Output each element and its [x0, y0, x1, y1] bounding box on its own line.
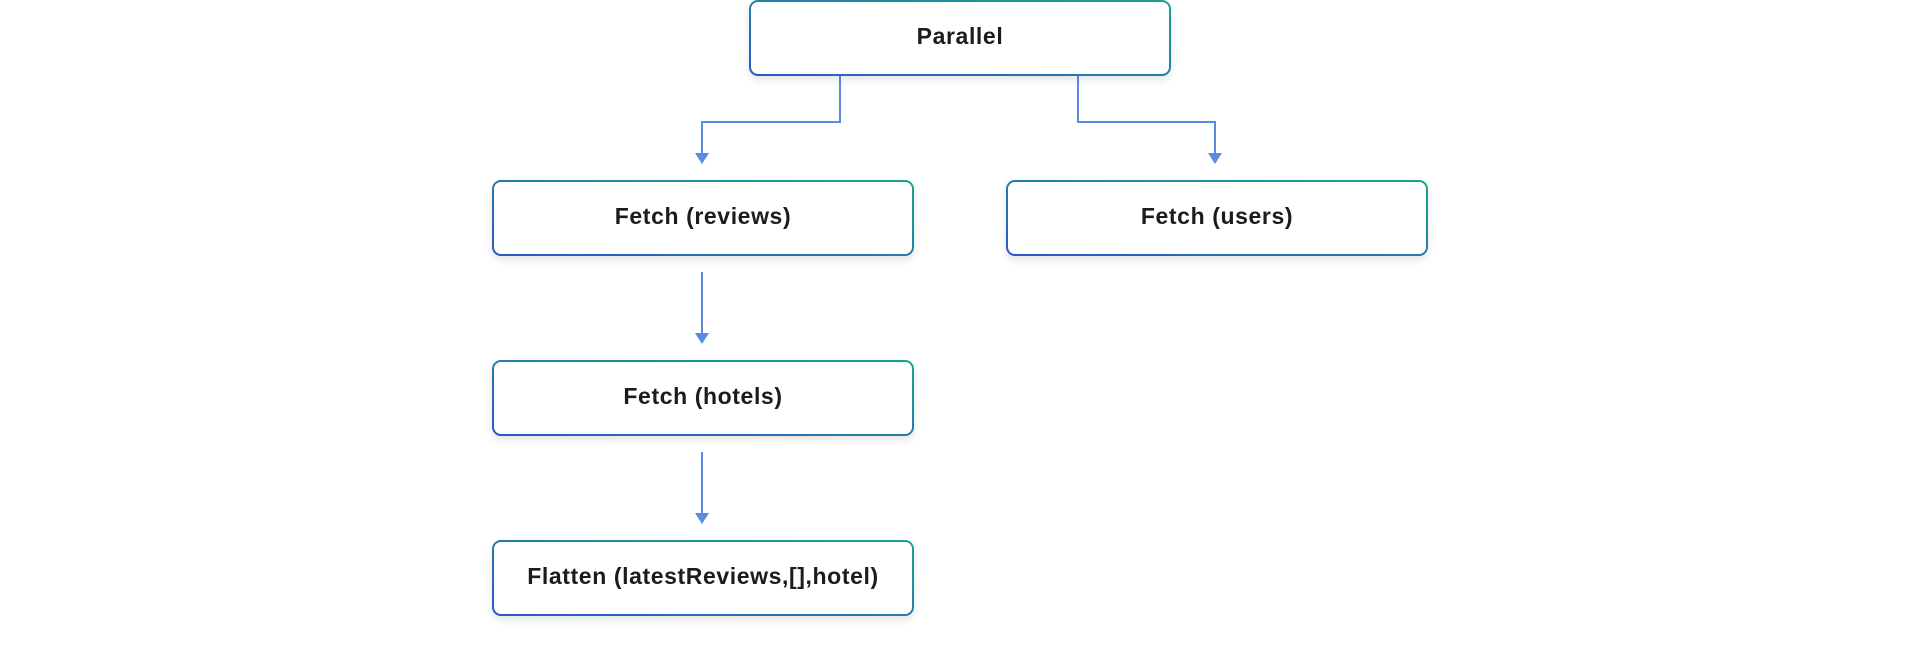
- edge-parallel-to-fetch-reviews: [701, 76, 841, 156]
- node-flatten[interactable]: Flatten (latestReviews,[],hotel): [492, 540, 914, 616]
- connectors: [695, 76, 1222, 524]
- node-parallel[interactable]: Parallel: [749, 0, 1171, 76]
- node-fetch-reviews-label: Fetch (reviews): [615, 203, 791, 229]
- arrow-head-fetch-reviews: [695, 153, 709, 164]
- arrow-head-fetch-users: [1208, 153, 1222, 164]
- node-fetch-users-box: [1006, 180, 1428, 256]
- node-fetch-hotels-box: [492, 360, 914, 436]
- node-fetch-users-label: Fetch (users): [1141, 203, 1293, 229]
- node-fetch-hotels[interactable]: Fetch (hotels): [492, 360, 914, 436]
- arrow-head-fetch-hotels: [695, 333, 709, 344]
- edge-parallel-to-fetch-users: [1077, 76, 1216, 156]
- node-fetch-reviews-box: [492, 180, 914, 256]
- node-flatten-box: [492, 540, 914, 616]
- node-parallel-label: Parallel: [917, 23, 1004, 49]
- arrow-head-flatten: [695, 513, 709, 524]
- node-flatten-label: Flatten (latestReviews,[],hotel): [527, 563, 878, 589]
- node-fetch-hotels-label: Fetch (hotels): [623, 383, 782, 409]
- node-fetch-reviews[interactable]: Fetch (reviews): [492, 180, 914, 256]
- node-parallel-box: [749, 0, 1171, 76]
- node-fetch-users[interactable]: Fetch (users): [1006, 180, 1428, 256]
